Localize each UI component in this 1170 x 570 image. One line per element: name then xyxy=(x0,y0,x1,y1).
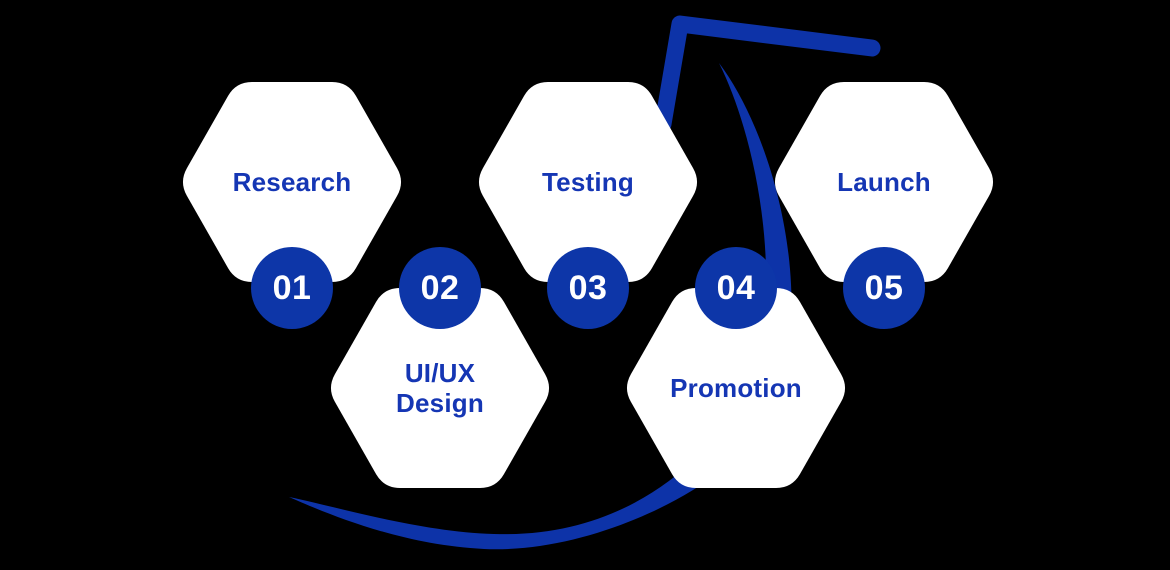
step-number-badge-02: 02 xyxy=(399,247,481,329)
hexagon-shape xyxy=(626,288,846,488)
step-number-05: 05 xyxy=(864,268,904,307)
step-number-04: 04 xyxy=(716,268,756,307)
step-label-research: Research xyxy=(232,166,352,197)
step-number-badge-03: 03 xyxy=(547,247,629,329)
step-number-01: 01 xyxy=(272,268,312,307)
step-label-testing: Testing xyxy=(542,166,634,197)
step-number-badge-04: 04 xyxy=(695,247,777,329)
step-hexagon-uiux-design: UI/UX Design xyxy=(327,286,553,490)
step-label-promotion: Promotion xyxy=(670,372,802,403)
hexagon-shape xyxy=(774,82,994,282)
step-hexagon-research: Research xyxy=(179,80,405,284)
step-number-03: 03 xyxy=(568,268,608,307)
hexagon-shape xyxy=(478,82,698,282)
step-hexagon-promotion: Promotion xyxy=(623,286,849,490)
step-label-launch: Launch xyxy=(837,166,931,197)
step-hexagon-testing: Testing xyxy=(475,80,701,284)
step-hexagon-launch: Launch xyxy=(771,80,997,284)
step-number-02: 02 xyxy=(420,268,460,307)
hexagon-shape xyxy=(330,288,550,488)
hexagon-shape xyxy=(182,82,402,282)
arrow-elbow-icon xyxy=(654,15,881,133)
step-number-badge-01: 01 xyxy=(251,247,333,329)
step-number-badge-05: 05 xyxy=(843,247,925,329)
swoosh-curve xyxy=(289,63,792,550)
step-label-uiux-design: UI/UX Design xyxy=(396,357,484,418)
